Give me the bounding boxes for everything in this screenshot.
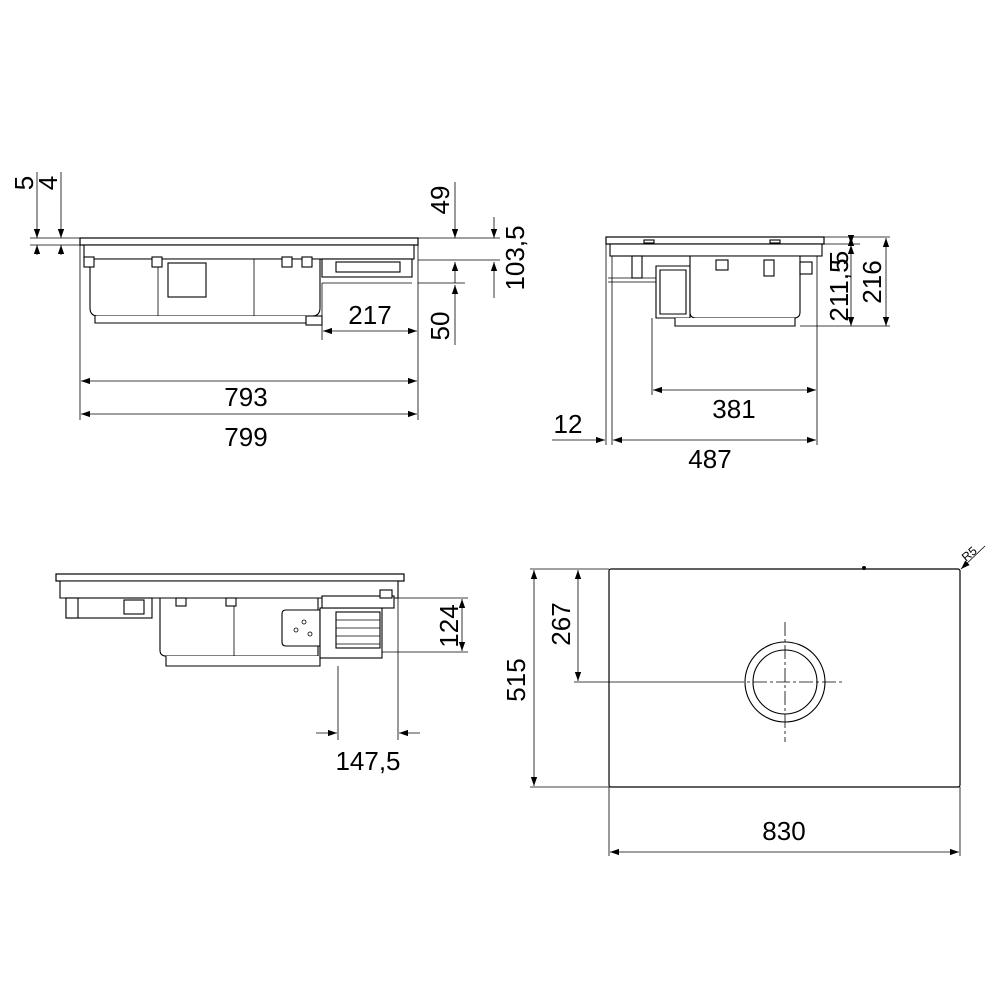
dim-12-label: 12 xyxy=(554,409,583,439)
rear-motor xyxy=(281,609,321,647)
front-body-base xyxy=(94,316,307,324)
dim-216-label: 216 xyxy=(857,260,887,303)
side-dim-5-label: 5 xyxy=(824,251,854,265)
dim-799-label: 799 xyxy=(224,422,267,452)
side-glass-top xyxy=(605,236,825,245)
side-body xyxy=(689,255,801,319)
dim-50-label: 50 xyxy=(425,312,455,341)
dim-49-label: 49 xyxy=(425,186,455,215)
front-frame xyxy=(83,244,415,260)
dim-217-label: 217 xyxy=(348,300,391,330)
rear-view: 124 147,5 xyxy=(55,573,468,776)
front-glass-top xyxy=(79,237,419,246)
side-view: 381 487 12 5 211,5 216 xyxy=(552,235,890,474)
front-dim-5-label: 5 xyxy=(9,176,39,190)
top-view: 267 515 830 R5 xyxy=(501,544,986,856)
dim-211-5-label: 211,5 xyxy=(824,258,854,321)
dim-267-label: 267 xyxy=(546,602,576,645)
rear-body-base xyxy=(165,656,321,667)
dim-515-label: 515 xyxy=(501,658,531,701)
side-frame xyxy=(609,243,823,257)
dim-124-label: 124 xyxy=(434,604,464,647)
front-dim-4-label: 4 xyxy=(33,176,63,190)
dim-381-label: 381 xyxy=(712,394,755,424)
front-module xyxy=(167,262,207,298)
dim-147-5-label: 147,5 xyxy=(335,746,400,776)
dim-r5-label: R5 xyxy=(959,544,980,565)
front-view: 793 799 217 5 4 49 50 103,5 xyxy=(9,172,530,452)
rear-glass-top xyxy=(55,573,405,582)
dim-487-label: 487 xyxy=(688,444,731,474)
dim-103-5-label: 103,5 xyxy=(500,225,530,290)
dim-793-label: 793 xyxy=(224,382,267,412)
side-body-base xyxy=(674,318,796,327)
dim-830-label: 830 xyxy=(762,816,805,846)
front-clip xyxy=(83,256,95,268)
